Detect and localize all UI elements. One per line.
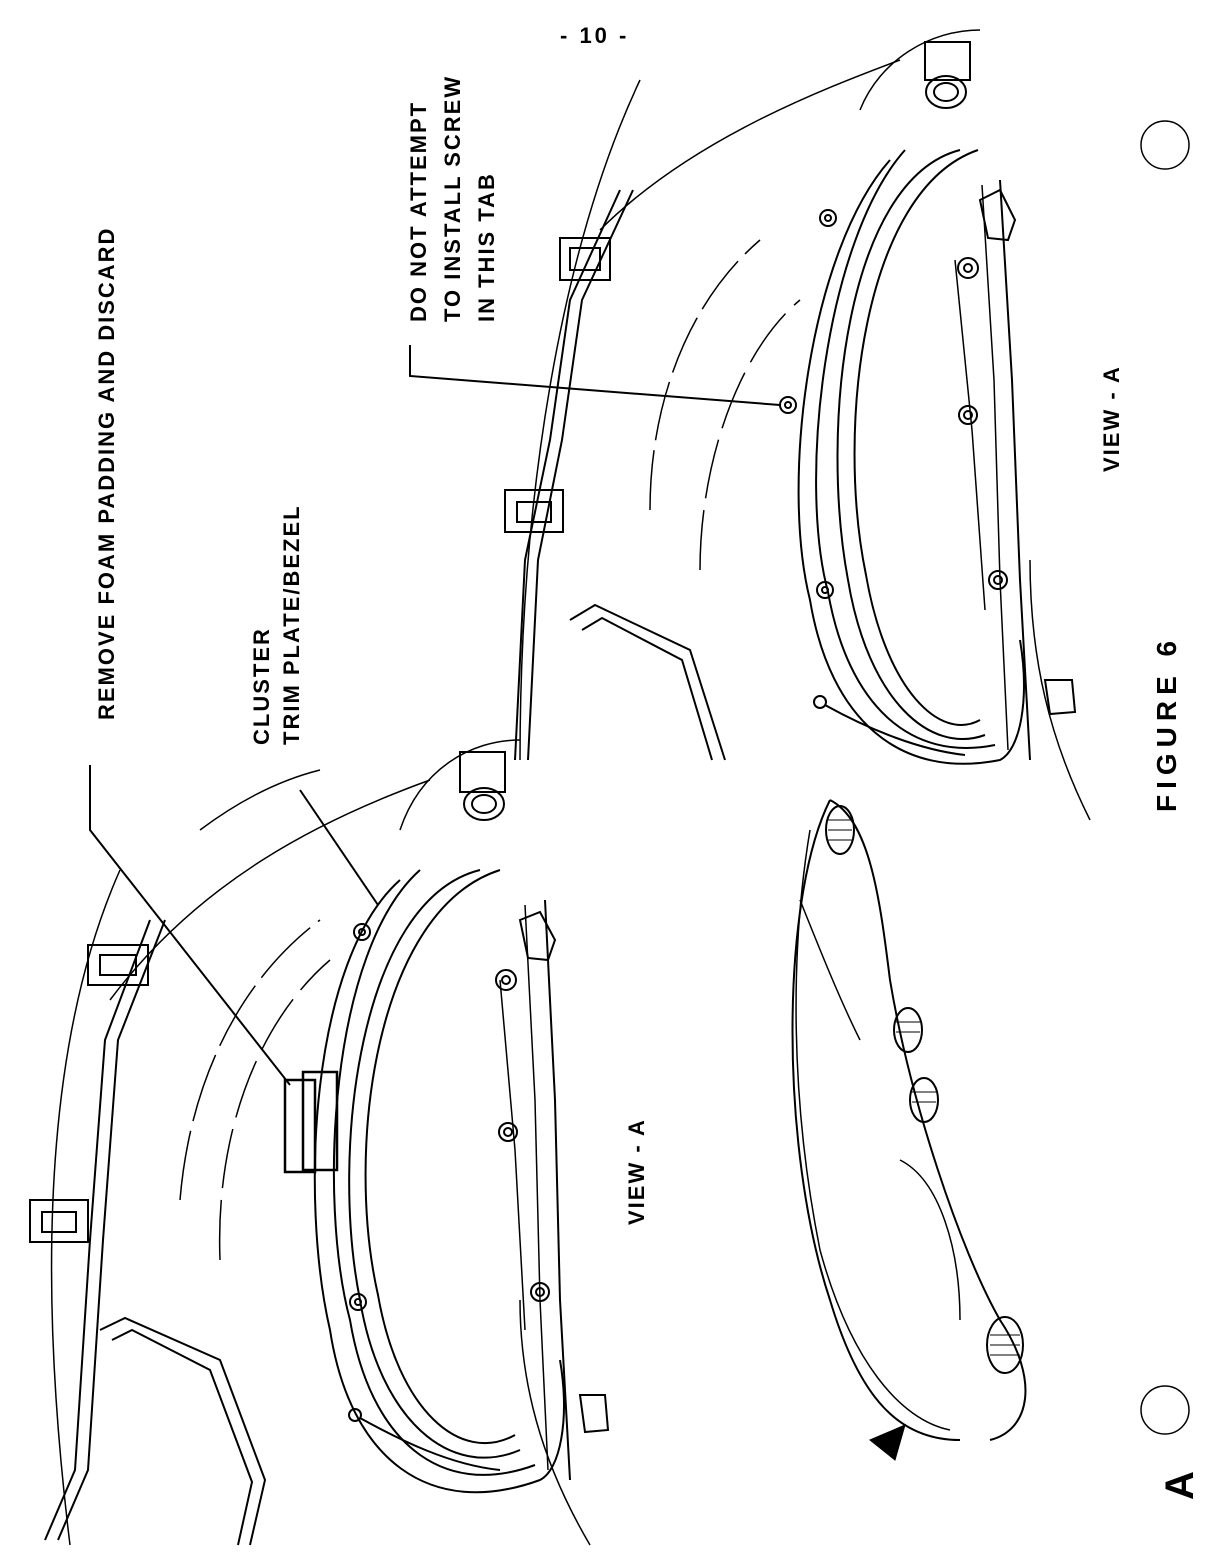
page-number: - 10 - (560, 23, 630, 48)
dashboard-overview-drawing (793, 800, 1026, 1461)
view-a-label-right: VIEW - A (1099, 365, 1124, 472)
figure-label: FIGURE 6 (1151, 634, 1182, 812)
callout-cluster-line-2: TRIM PLATE/BEZEL (279, 504, 304, 745)
view-a-label-left: VIEW - A (624, 1118, 649, 1225)
callout-tab-line-1: DO NOT ATTEMPT (406, 100, 431, 322)
callout-cluster-bezel: CLUSTER TRIM PLATE/BEZEL (247, 504, 307, 745)
binder-hole-bottom-icon (1141, 1386, 1189, 1434)
binder-hole-top-icon (1141, 121, 1189, 169)
callout-tab-line-3: IN THIS TAB (474, 172, 499, 322)
view-a-arrow-icon (869, 1424, 906, 1461)
callout-cluster-line-1: CLUSTER (249, 627, 274, 745)
left-view-drawing (30, 740, 608, 1545)
callout-remove-foam: REMOVE FOAM PADDING AND DISCARD (94, 226, 119, 720)
view-arrow-letter: A (1158, 1471, 1202, 1500)
callout-tab-line-2: TO INSTALL SCREW (440, 74, 465, 322)
callout-no-screw-tab: DO NOT ATTEMPT TO INSTALL SCREW IN THIS … (402, 75, 504, 322)
right-view-drawing (410, 30, 1090, 820)
